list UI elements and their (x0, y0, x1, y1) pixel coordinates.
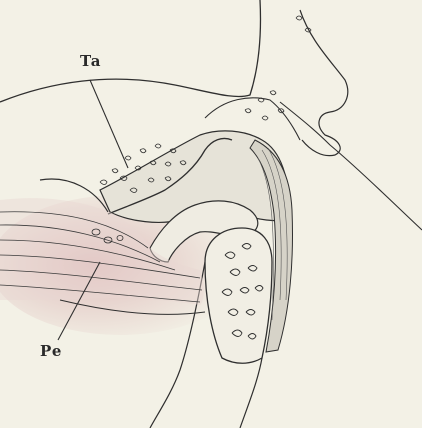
ear-canal (280, 102, 422, 230)
label-pe: Pe (40, 342, 62, 360)
skull-contour (0, 0, 261, 102)
ramus-posterior (240, 358, 262, 428)
leader-line-ta (90, 80, 128, 168)
mandibular-condyle (205, 228, 272, 363)
label-ta: Ta (80, 52, 101, 70)
